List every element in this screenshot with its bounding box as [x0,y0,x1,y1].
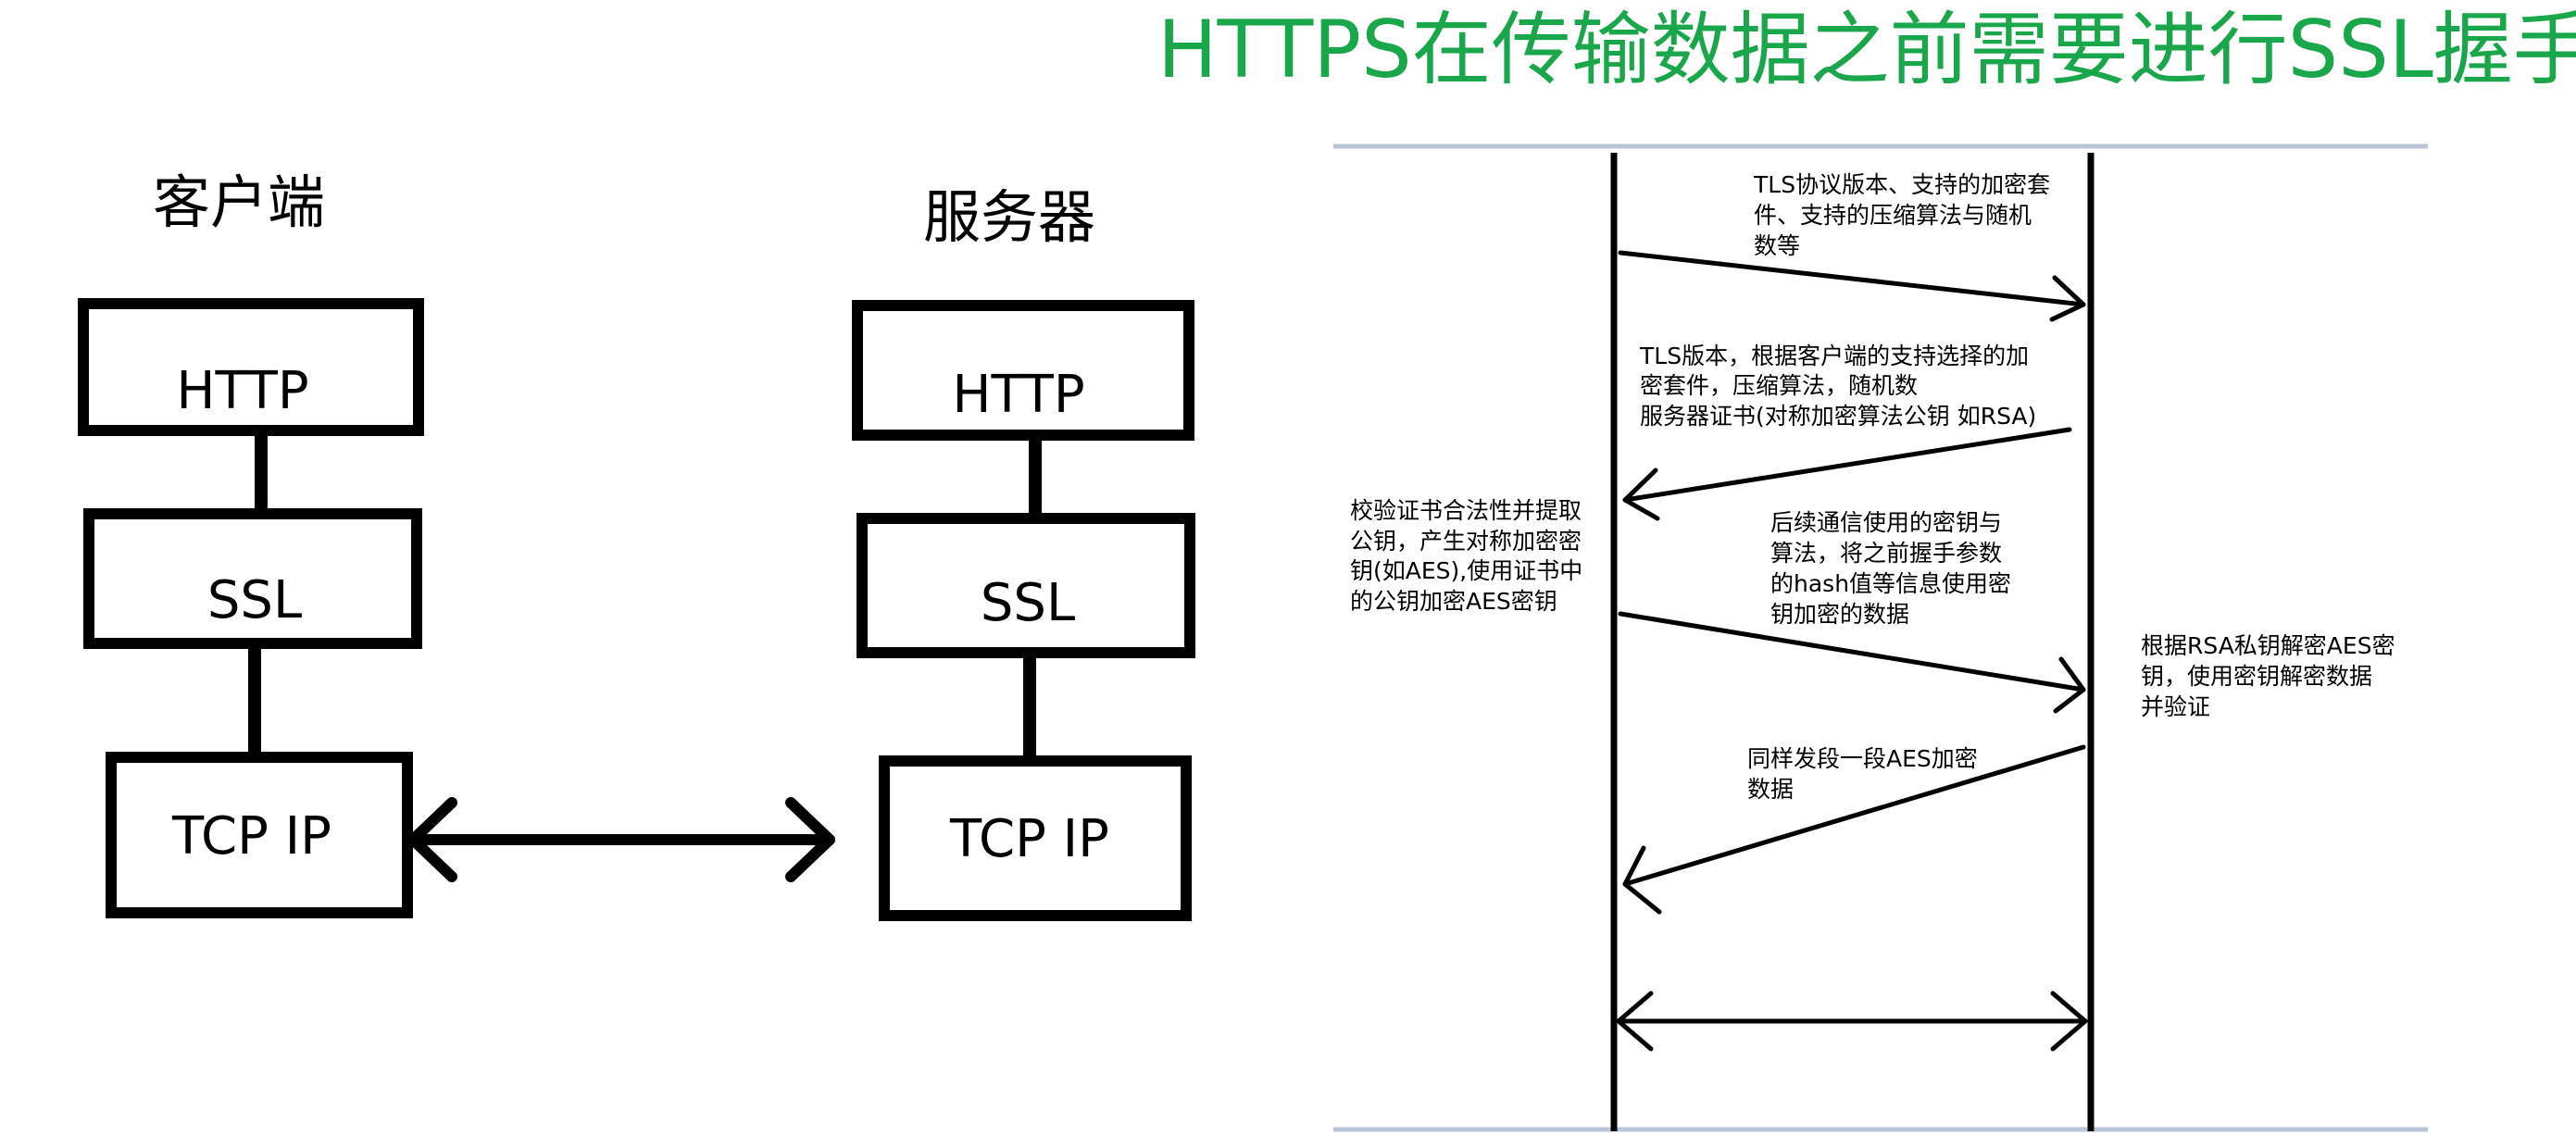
svg-text:校验证书合法性并提取: 校验证书合法性并提取 [1350,497,1582,524]
server-finished-arrow [1622,744,2086,915]
svg-text:密套件，压缩算法，随机数: 密套件，压缩算法，随机数 [1640,372,1918,399]
client-ssl-label: SSL [207,570,302,630]
server-heading: 服务器 [923,183,1095,251]
server-ssl-label: SSL [981,573,1075,633]
server-hello-arrow [1622,427,2072,521]
svg-text:公钥，产生对称加密密: 公钥，产生对称加密密 [1350,528,1582,555]
client-http-label: HTTP [176,361,308,421]
slide-title: HTTPS在传输数据之前需要进行SSL握手 [1157,4,2576,96]
svg-text:数等: 数等 [1754,232,1800,259]
svg-text:件、支持的压缩算法与随机: 件、支持的压缩算法与随机 [1754,202,2032,229]
client-verify-note: 校验证书合法性并提取 公钥，产生对称加密密 钥(如AES),使用证书中 的公钥加… [1350,497,1582,615]
client-tcpip-label: TCP IP [171,806,331,867]
server-tcpip-box [879,755,1192,921]
svg-text:的公钥加密AES密钥: 的公钥加密AES密钥 [1350,588,1557,615]
svg-text:并验证: 并验证 [2141,693,2210,720]
svg-text:的hash值等信息使用密: 的hash值等信息使用密 [1770,570,2011,597]
client-hello-arrow [1618,250,2086,322]
svg-text:服务器证书(对称加密算法公钥 如RSA): 服务器证书(对称加密算法公钥 如RSA) [1640,403,2036,430]
client-heading: 客户端 [153,168,325,236]
client-tcpip-box [106,752,413,918]
svg-text:TLS版本，根据客户端的支持选择的加: TLS版本，根据客户端的支持选择的加 [1639,343,2029,369]
svg-text:算法，将之前握手参数: 算法，将之前握手参数 [1770,540,2002,567]
svg-text:同样发段一段AES加密: 同样发段一段AES加密 [1747,745,1978,772]
svg-text:钥加密的数据: 钥加密的数据 [1770,601,1909,628]
data-transfer-arrow [1616,991,2088,1052]
svg-text:TLS协议版本、支持的加密套: TLS协议版本、支持的加密套 [1753,171,2050,198]
svg-text:根据RSA私钥解密AES密: 根据RSA私钥解密AES密 [2141,632,2395,659]
server-http-label: HTTP [952,365,1084,425]
server-tcpip-label: TCP IP [949,809,1109,869]
tcpip-link-arrow [407,797,835,882]
server-finished-text: 同样发段一段AES加密 数据 [1747,745,1978,803]
server-hello-text: TLS版本，根据客户端的支持选择的加 密套件，压缩算法，随机数 服务器证书(对称… [1639,343,2036,430]
key-exchange-arrow [1618,611,2086,714]
server-decrypt-note: 根据RSA私钥解密AES密 钥，使用密钥解密数据 并验证 [2141,632,2395,720]
svg-text:后续通信使用的密钥与: 后续通信使用的密钥与 [1770,509,2002,536]
client-http-box [78,298,424,436]
svg-text:钥(如AES),使用证书中: 钥(如AES),使用证书中 [1350,557,1582,584]
key-exchange-text: 后续通信使用的密钥与 算法，将之前握手参数 的hash值等信息使用密 钥加密的数… [1770,509,2011,628]
svg-text:钥，使用密钥解密数据: 钥，使用密钥解密数据 [2141,663,2372,690]
sequence-frame [1333,143,2428,1132]
server-ssl-box [857,513,1195,658]
client-hello-text: TLS协议版本、支持的加密套 件、支持的压缩算法与随机 数等 [1753,171,2050,259]
svg-text:数据: 数据 [1747,776,1794,803]
server-http-box [852,300,1194,441]
client-ssl-box [83,508,422,649]
